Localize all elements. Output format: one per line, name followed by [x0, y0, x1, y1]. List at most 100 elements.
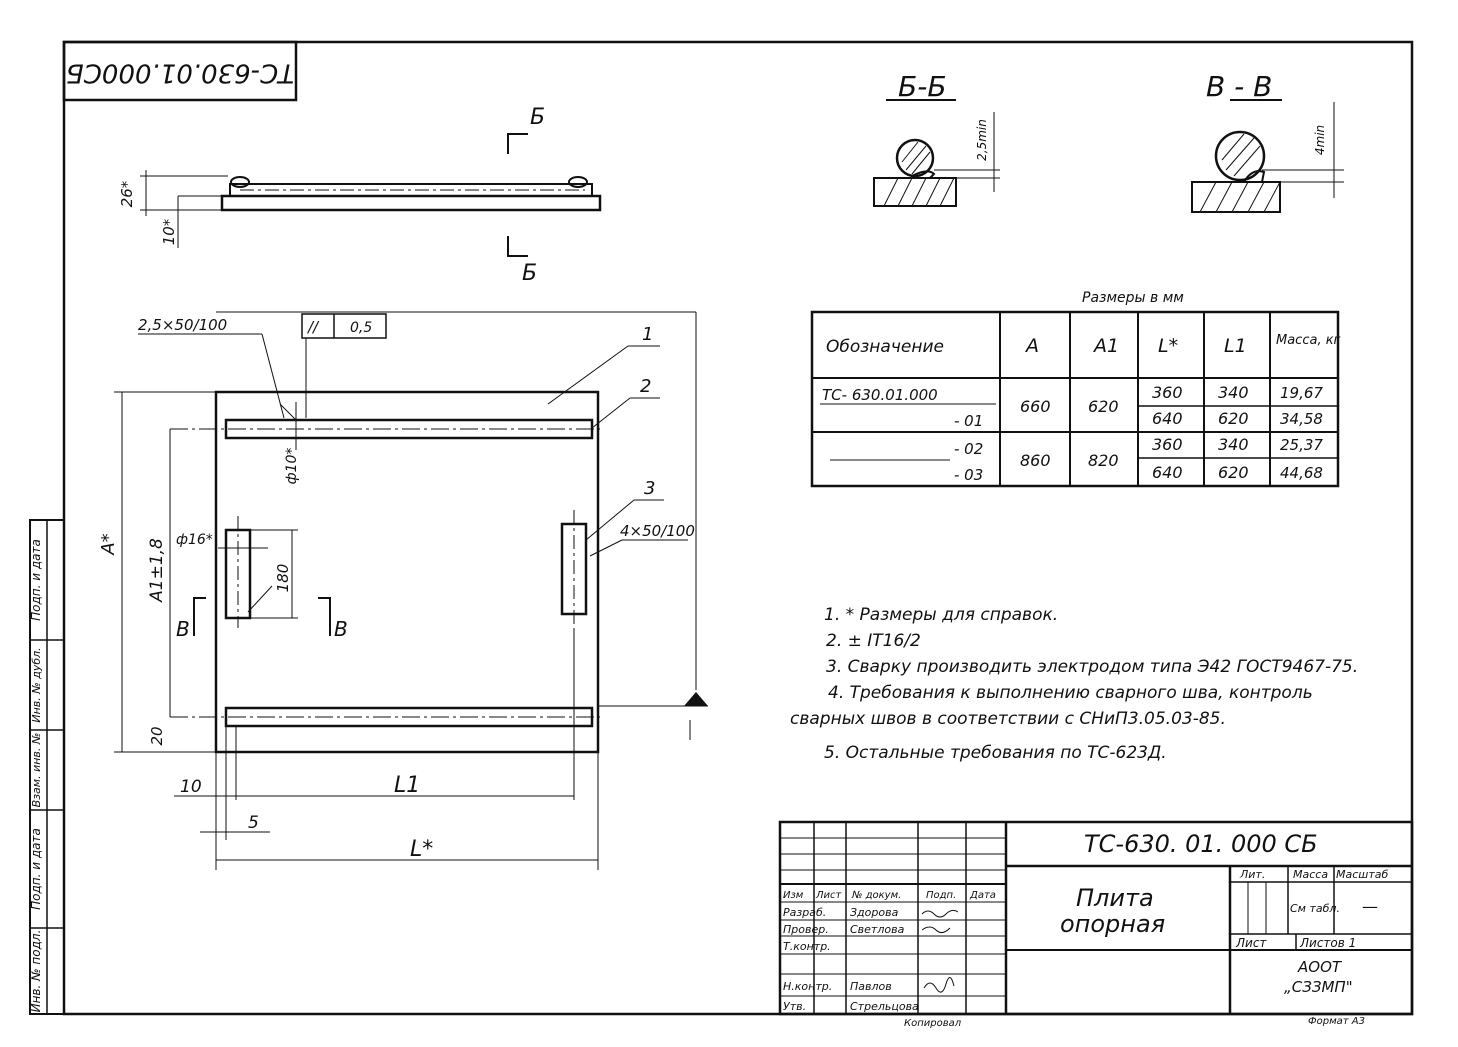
callout-3: 3 [644, 478, 655, 499]
section-mark-bottom: Б [522, 261, 537, 286]
dim-height-text: 26* [118, 180, 136, 207]
signature-2 [921, 926, 951, 934]
plan-view: 180 ф16* ф10* 2,5×50/100 // 0,5 1 2 3 [98, 311, 708, 870]
table-caption: Размеры в мм [1082, 290, 1184, 306]
side-stamp-5: Инв. № подл. [29, 930, 43, 1013]
section-b-b: Б-Б 2,5min [873, 70, 1000, 207]
tb-name-2: Светлова [850, 923, 905, 936]
side-stamp-3: Взам. инв. № [30, 733, 43, 808]
weld-side-label: 4×50/100 [620, 522, 695, 540]
section-v-v: В - В 4min [1191, 70, 1344, 213]
table-row-4-L1: 620 [1218, 463, 1249, 482]
tb-name-line2: опорная [1060, 910, 1165, 938]
table-row-3-L: 360 [1152, 435, 1183, 454]
tb-scale: Масштаб [1336, 868, 1388, 881]
tb-col-sign: Подп. [926, 890, 956, 901]
tb-name-line1: Плита [1076, 884, 1154, 912]
table-row-3-A1: 820 [1088, 451, 1119, 470]
table-row-3-L1: 340 [1218, 435, 1249, 454]
table-row-1-mass: 19,67 [1280, 384, 1323, 402]
callout-1: 1 [642, 324, 653, 345]
side-stamp-2: Инв. № дубл. [30, 647, 43, 722]
sheet-frame [62, 40, 1414, 1016]
dim-A1-text: A1±1,8 [147, 538, 167, 603]
callout-2: 2 [640, 376, 651, 397]
section-v-mark-right: В [334, 617, 348, 641]
datum-triangle [684, 692, 708, 706]
tolerance-symbol: // [306, 318, 320, 336]
table-row-2-designation: - 01 [954, 412, 983, 430]
tb-col-date: Дата [969, 890, 996, 901]
note-1: 1. * Размеры для справок. [824, 605, 1058, 625]
section-v-dim: 4min [1313, 125, 1327, 155]
tb-col-doc: № докум. [851, 890, 901, 901]
table-row-4-mass: 44,68 [1280, 464, 1323, 482]
table-row-1-A: 660 [1020, 397, 1051, 416]
table-row-4-L: 640 [1152, 463, 1183, 482]
tb-role-6: Утв. [783, 1000, 806, 1013]
table-header-mass: Масса, кг [1276, 333, 1341, 348]
tb-name-6: Стрельцова [850, 1000, 919, 1013]
signature-1 [921, 909, 959, 918]
dia-top-text: ф10* [284, 448, 300, 485]
table-row-2-mass: 34,58 [1280, 410, 1323, 428]
table-row-1-designation: ТС- 630.01.000 [822, 386, 938, 404]
tolerance-frame [301, 313, 387, 339]
weld-top-label: 2,5×50/100 [138, 316, 227, 334]
dim-A-text: A* [98, 533, 119, 555]
dim-20-text: 20 [148, 726, 166, 745]
note-5: 5. Остальные требования по ТС-623Д. [824, 743, 1167, 763]
dim-10-text: 10 [180, 777, 202, 797]
note-3: 3. Сварку производить электродом типа Э4… [826, 657, 1358, 677]
dimensions-table: Размеры в мм Обозначение A A1 L* L1 Масс… [810, 290, 1341, 488]
tb-role-3: Т.контр. [783, 940, 831, 953]
dim-L1-text: L1 [394, 773, 420, 798]
tb-role-1: Разраб. [783, 906, 826, 919]
note-2: 2. ± IT16/2 [826, 631, 921, 651]
section-v-mark-left: В [176, 617, 190, 641]
tb-code: ТС-630. 01. 000 СБ [1084, 830, 1318, 858]
section-b-title: Б-Б [898, 70, 947, 103]
tb-scale-value: — [1362, 897, 1378, 916]
tb-role-2: Провер. [783, 923, 829, 936]
section-mark-top: Б [530, 105, 545, 130]
dim-180-text: 180 [274, 564, 292, 593]
title-block: Изм Лист № докум. Подп. Дата Разраб. Про… [778, 820, 1414, 1029]
side-stamp: Подп. и дата Инв. № дубл. Взам. инв. № П… [29, 519, 65, 1015]
table-row-1-L: 360 [1152, 383, 1183, 402]
tb-sheets: Листов 1 [1299, 936, 1356, 950]
tb-col-list: Лист [815, 890, 843, 901]
tolerance-value: 0,5 [350, 320, 372, 336]
tb-org-line1: АООТ [1297, 958, 1343, 976]
side-stamp-4: Подп. и дата [29, 828, 43, 910]
dia-bar-text: ф16* [176, 532, 213, 548]
signature-3 [923, 977, 955, 993]
tb-role-5: Н.контр. [783, 980, 832, 993]
tb-mass-value: См табл. [1290, 902, 1340, 915]
dim-plate-text: 10* [160, 218, 178, 245]
tb-col-izm: Изм [783, 890, 804, 901]
table-row-1-A1: 620 [1088, 397, 1119, 416]
rotated-code-stamp: ТС-630.01.000СБ [62, 40, 298, 102]
tb-mass: Масса [1293, 868, 1328, 881]
section-b-dim: 2,5min [975, 119, 989, 161]
table-row-4-designation: - 03 [954, 466, 983, 484]
table-header-L1: L1 [1224, 335, 1247, 357]
table-row-3-mass: 25,37 [1280, 436, 1323, 454]
note-4: 4. Требования к выполнению сварного шва,… [828, 683, 1313, 703]
tb-name-1: Здорова [850, 906, 899, 919]
tb-org-line2: „СЗЗМП" [1284, 978, 1353, 996]
table-row-2-L1: 620 [1218, 409, 1249, 428]
side-view: 26* 10* Б Б [118, 105, 602, 286]
table-header-A: A [1024, 335, 1039, 357]
tb-name-5: Павлов [850, 980, 892, 993]
tb-lit: Лит. [1239, 868, 1265, 881]
plate-outline [214, 390, 600, 754]
tb-format: Формат А3 [1308, 1016, 1365, 1027]
dim-5-text: 5 [248, 813, 259, 833]
table-row-2-L: 640 [1152, 409, 1183, 428]
table-row-1-L1: 340 [1218, 383, 1249, 402]
technical-notes: 1. * Размеры для справок. 2. ± IT16/2 3.… [790, 605, 1358, 763]
table-header-A1: A1 [1092, 335, 1119, 357]
table-row-3-A: 860 [1020, 451, 1051, 470]
